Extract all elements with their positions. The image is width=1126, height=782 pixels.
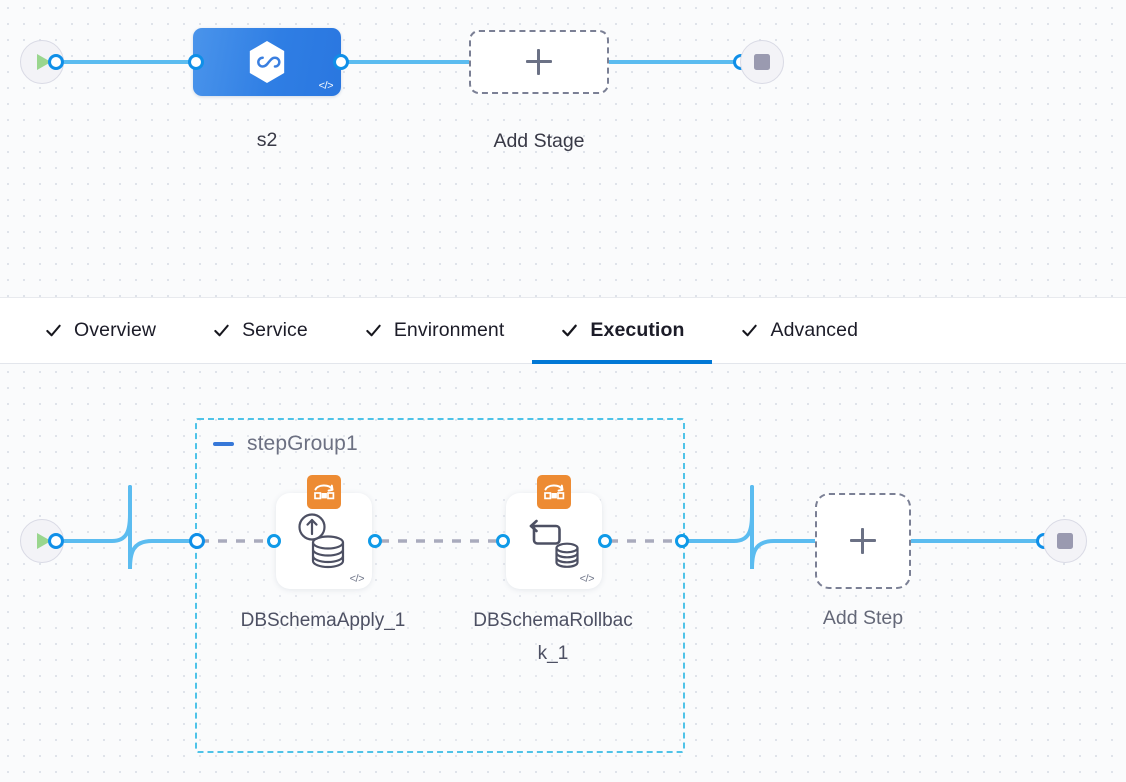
stage-start-port[interactable] bbox=[48, 54, 64, 70]
add-stage-button[interactable] bbox=[469, 30, 609, 94]
step-group-header[interactable]: stepGroup1 bbox=[213, 432, 358, 456]
plus-icon bbox=[850, 528, 876, 554]
tab-service-label: Service bbox=[242, 319, 308, 341]
step-group-title: stepGroup1 bbox=[247, 432, 358, 455]
code-glyph: </> bbox=[318, 80, 334, 92]
tab-overview[interactable]: Overview bbox=[16, 298, 184, 364]
tab-advanced-label: Advanced bbox=[770, 319, 859, 341]
stage-end-node[interactable] bbox=[740, 40, 784, 84]
stage-node-input-port[interactable] bbox=[188, 54, 204, 70]
step1-output-port[interactable] bbox=[368, 534, 382, 548]
database-apply-up-arrow-icon bbox=[298, 513, 345, 569]
step1-input-port[interactable] bbox=[267, 534, 281, 548]
stage-config-tabs: Overview Service Environment Execution A… bbox=[0, 297, 1126, 364]
check-icon bbox=[742, 324, 758, 337]
stage-node[interactable]: </> bbox=[193, 28, 341, 96]
plus-icon bbox=[526, 49, 552, 75]
minus-icon[interactable] bbox=[213, 442, 234, 446]
tab-execution-label: Execution bbox=[590, 319, 685, 341]
step-node-label: DBSchemaApply_1 bbox=[240, 610, 406, 631]
tab-overview-label: Overview bbox=[74, 319, 157, 341]
rollout-glyph bbox=[544, 484, 565, 500]
step-end-node[interactable] bbox=[1043, 519, 1087, 563]
play-icon bbox=[37, 54, 51, 70]
pipeline-step-canvas[interactable]: stepGroup1 bbox=[0, 364, 1126, 782]
play-icon bbox=[37, 533, 51, 549]
step-node-dbschemarollback[interactable]: </> bbox=[506, 475, 602, 589]
step-start-port[interactable] bbox=[48, 533, 64, 549]
stop-icon bbox=[1057, 533, 1073, 549]
step-group-output-port[interactable] bbox=[675, 534, 689, 548]
hexagon-infinity-icon bbox=[249, 41, 285, 83]
tab-advanced[interactable]: Advanced bbox=[712, 298, 886, 364]
check-icon bbox=[562, 324, 578, 337]
step-node-dbschemaapply[interactable]: </> bbox=[276, 475, 372, 589]
step-node-label: DBSchemaRollback_1 bbox=[473, 610, 633, 664]
check-icon bbox=[366, 324, 381, 337]
add-step-button[interactable] bbox=[815, 493, 911, 589]
tab-service[interactable]: Service bbox=[184, 298, 336, 364]
check-icon bbox=[46, 324, 61, 337]
deployment-rollout-icon bbox=[537, 475, 571, 509]
code-glyph: </> bbox=[349, 573, 365, 585]
rollout-glyph bbox=[314, 484, 335, 500]
code-glyph: </> bbox=[579, 573, 595, 585]
database-rollback-loop-icon bbox=[529, 519, 579, 568]
check-icon bbox=[214, 324, 229, 337]
stage-node-label: s2 bbox=[256, 129, 278, 151]
stop-icon bbox=[754, 54, 770, 70]
tab-environment[interactable]: Environment bbox=[336, 298, 533, 364]
add-stage-label: Add Stage bbox=[493, 130, 585, 152]
tab-environment-label: Environment bbox=[393, 319, 505, 341]
step2-input-port[interactable] bbox=[496, 534, 510, 548]
step-group-input-port[interactable] bbox=[189, 533, 205, 549]
pipeline-stage-canvas[interactable]: </> s2 Add Stage bbox=[0, 0, 1126, 297]
step2-output-port[interactable] bbox=[598, 534, 612, 548]
add-step-label: Add Step bbox=[822, 607, 904, 629]
step-group-container[interactable]: stepGroup1 bbox=[195, 418, 685, 753]
tab-execution[interactable]: Execution bbox=[532, 298, 713, 364]
deployment-rollout-icon bbox=[307, 475, 341, 509]
stage-node-output-port[interactable] bbox=[333, 54, 349, 70]
